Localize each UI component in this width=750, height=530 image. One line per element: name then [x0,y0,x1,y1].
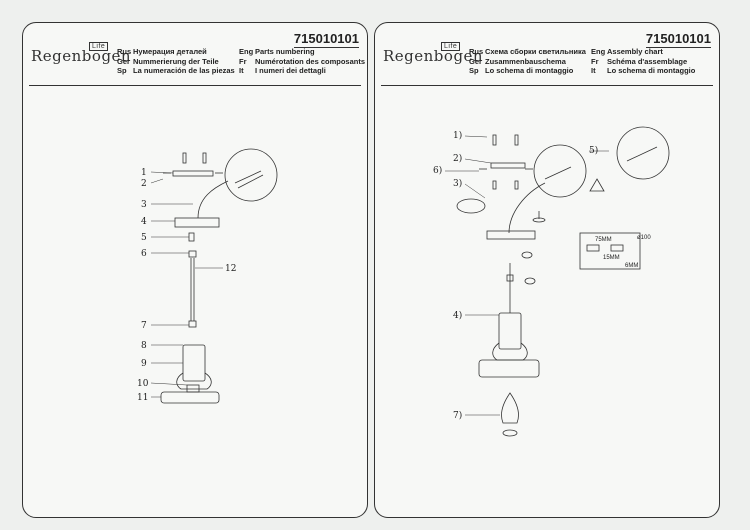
step-label: 1) [453,130,462,141]
brand-name: Regenbogen [383,47,484,65]
dimension-label: 75MM [595,237,612,243]
canopy [174,217,220,228]
screw-icon [202,152,207,164]
brand-name: Regenbogen [31,47,132,65]
assembly-drawing: 1) 2) 3) 4) 5) 6) 7) 75MM 15MM ø100 6MM [433,126,670,437]
dimension-label: ø100 [637,235,651,241]
mounting-bracket [490,162,526,169]
part-label: 9 [141,359,147,369]
part-label: 10 [137,379,149,389]
terminal-detail-icon [533,144,587,198]
screw-icon [514,180,519,190]
wiring-detail-icon [616,126,670,180]
terminal-detail-icon [224,148,278,202]
screw-icon [514,134,519,146]
dimension-label: 6MM [625,263,638,269]
part-label: 12 [225,264,236,274]
part-label: 1 [141,168,147,178]
dimension-plate [579,232,641,270]
step-label: 3) [453,178,462,189]
brand-tag: Life [89,42,109,51]
part-label: 4 [141,217,147,227]
lamp-body [182,344,206,382]
article-number: 715010101 [645,31,711,48]
part-label: 3 [141,200,147,210]
step-label: 2) [453,153,462,164]
part-label: 2 [141,179,147,189]
step-label: 5) [589,145,598,156]
header-divider [29,85,361,86]
canopy [486,230,536,240]
exploded-parts-drawing: 1 2 3 4 5 6 7 8 9 10 11 12 [137,148,278,404]
step-label: 6) [433,165,442,176]
brand-logo: Regenbogen Life [383,42,484,65]
part-label: 7 [141,321,147,331]
brand-tag: Life [441,42,461,51]
cable-clamp [456,198,486,214]
step-label: 4) [453,310,462,321]
step-label: 7) [453,410,462,421]
part-label: 8 [141,341,147,351]
base-plate [160,391,220,404]
warning-icon [589,178,605,192]
part-label: 11 [137,393,148,403]
base-plate [478,359,540,378]
header-divider [381,85,713,86]
bulb-icon [501,392,519,424]
part-label: 5 [141,233,147,243]
screw-icon [492,180,497,190]
lamp-body [498,312,522,350]
mounting-bracket [172,170,214,177]
screw-icon [182,152,187,164]
part-label: 6 [141,249,147,259]
article-number: 715010101 [293,31,359,48]
dimension-label: 15MM [603,255,620,261]
screw-icon [492,134,497,146]
brand-logo: Regenbogen Life [31,42,132,65]
